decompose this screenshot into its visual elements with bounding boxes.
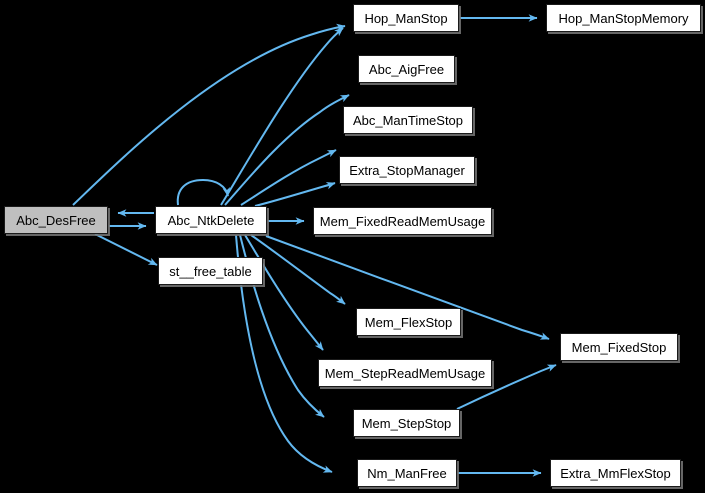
node-mem-stepreadmemusage[interactable]: Mem_StepReadMemUsage [318, 359, 492, 387]
node-label: Hop_ManStopMemory [558, 10, 689, 26]
node-st-free-table[interactable]: st__free_table [158, 257, 263, 285]
node-label: Mem_FlexStop [364, 314, 453, 330]
node-mem-fixedreadmemusage[interactable]: Mem_FixedReadMemUsage [313, 207, 492, 235]
edge-abc-desfree-to-hop-manstop [72, 23, 346, 206]
node-label: Extra_MmFlexStop [560, 465, 671, 481]
node-extra-stopmanager[interactable]: Extra_StopManager [339, 156, 475, 184]
edge-abc-ntkdelete-to-mem-stepreadmemusage [244, 234, 324, 351]
node-label: Hop_ManStop [364, 10, 448, 26]
node-mem-fixedstop[interactable]: Mem_FixedStop [560, 333, 678, 361]
edge-abc-ntkdelete-to-abc-aigfree [224, 94, 350, 206]
node-label: Abc_ManTimeStop [352, 112, 464, 128]
edge-abc-ntkdelete-to-mem-flexstop [250, 234, 346, 305]
node-label: Mem_FixedReadMemUsage [319, 213, 486, 229]
edge-abc-ntkdelete-to-extra-stopmanager [254, 182, 336, 207]
node-hop-manstopmemory[interactable]: Hop_ManStopMemory [546, 4, 701, 32]
node-label: Mem_FixedStop [571, 339, 667, 355]
node-abc-mantimestop[interactable]: Abc_ManTimeStop [343, 106, 473, 134]
edge-abc-ntkdelete-self-loop [176, 178, 231, 206]
node-label: Abc_NtkDelete [167, 212, 255, 228]
node-extra-mmflexstop[interactable]: Extra_MmFlexStop [550, 459, 681, 487]
node-hop-manstop[interactable]: Hop_ManStop [353, 4, 459, 32]
node-abc-ntkdelete[interactable]: Abc_NtkDelete [155, 206, 267, 234]
node-mem-stepstop[interactable]: Mem_StepStop [353, 409, 460, 437]
node-mem-flexstop[interactable]: Mem_FlexStop [356, 308, 461, 336]
node-label: Abc_DesFree [16, 212, 96, 228]
node-nm-manfree[interactable]: Nm_ManFree [357, 459, 457, 487]
node-label: Mem_StepStop [361, 415, 452, 431]
node-label: Abc_AigFree [368, 61, 445, 77]
edge-abc-desfree-to-st-free-table [94, 233, 158, 266]
node-label: st__free_table [169, 263, 252, 279]
node-label: Nm_ManFree [367, 465, 447, 481]
node-abc-aigfree[interactable]: Abc_AigFree [358, 55, 455, 83]
node-label: Extra_StopManager [349, 162, 465, 178]
node-abc-desfree[interactable]: Abc_DesFree [4, 206, 108, 234]
edge-abc-ntkdelete-to-abc-mantimestop [240, 149, 337, 206]
node-label: Mem_StepReadMemUsage [324, 365, 486, 381]
edge-abc-ntkdelete-to-hop-manstop [220, 27, 344, 206]
